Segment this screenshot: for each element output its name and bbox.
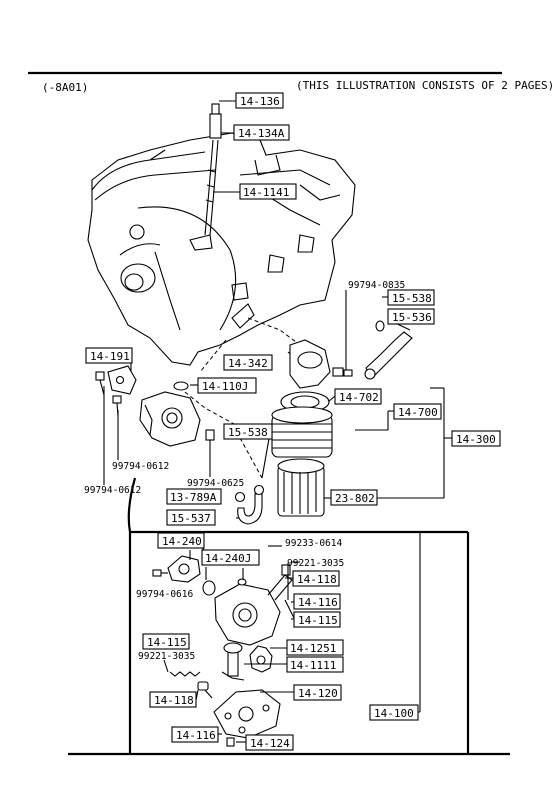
- svg-text:15-536: 15-536: [392, 311, 432, 324]
- callout-15-538: 15-538: [223, 423, 273, 440]
- bracket-14-191: [107, 365, 137, 395]
- callout-15-538-top: 15-538: [387, 289, 435, 306]
- label-99794-0612-a: 99794-0612: [112, 461, 169, 472]
- label-99794-0835: 99794-0835: [348, 280, 405, 291]
- callout-14-136: 14-136: [235, 92, 284, 109]
- svg-text:23-802: 23-802: [335, 492, 375, 505]
- label-99233-0614: 99233-0614: [285, 538, 342, 549]
- callout-14-342: 14-342: [223, 354, 273, 371]
- label-99221-3035-a: 99221-3035: [287, 558, 344, 569]
- svg-text:14-118: 14-118: [154, 694, 194, 707]
- callout-15-536: 15-536: [387, 308, 435, 325]
- mounting-bolts: [95, 371, 122, 417]
- oil-pump-body: [214, 564, 293, 646]
- svg-text:14-240: 14-240: [162, 535, 202, 548]
- svg-text:14-118: 14-118: [297, 573, 337, 586]
- callout-14-1251: 14-1251: [286, 639, 344, 656]
- svg-text:14-100: 14-100: [374, 707, 414, 720]
- svg-text:14-124: 14-124: [250, 737, 290, 750]
- callout-14-118-a: 14-118: [292, 570, 340, 587]
- oil-filter-23-802: [277, 458, 325, 517]
- pump-cover-14-120: [213, 689, 281, 739]
- svg-text:14-120: 14-120: [298, 687, 338, 700]
- svg-text:14-1141: 14-1141: [243, 186, 289, 199]
- callout-14-100: 14-100: [369, 704, 419, 721]
- svg-text:13-789A: 13-789A: [170, 491, 217, 504]
- svg-text:14-116: 14-116: [298, 596, 338, 609]
- filter-adapter: [289, 339, 353, 389]
- label-99794-0612-b: 99794-0612: [84, 485, 141, 496]
- svg-text:14-702: 14-702: [339, 391, 379, 404]
- pump-cover-14-240: [152, 555, 201, 583]
- callout-13-789A: 13-789A: [166, 488, 222, 505]
- gasket-14-240J: [202, 580, 216, 596]
- label-99794-0625: 99794-0625: [187, 478, 244, 489]
- callout-14-702: 14-702: [334, 388, 382, 405]
- callout-14-1111: 14-1111: [286, 656, 344, 673]
- callout-14-134A: 14-134A: [233, 124, 290, 141]
- pages-note: (THIS ILLUSTRATION CONSISTS OF 2 PAGES): [296, 79, 554, 92]
- svg-text:14-342: 14-342: [228, 357, 268, 370]
- svg-text:14-300: 14-300: [456, 433, 496, 446]
- dipstick: [204, 103, 222, 236]
- callout-23-802: 23-802: [330, 489, 378, 506]
- callout-14-115-b: 14-115: [142, 633, 190, 650]
- svg-text:14-115: 14-115: [147, 636, 187, 649]
- callout-14-115-a: 14-115: [293, 611, 341, 628]
- svg-text:14-134A: 14-134A: [238, 127, 285, 140]
- hose-15-536: [364, 320, 413, 380]
- callout-14-116-a: 14-116: [293, 593, 341, 610]
- label-99794-0616: 99794-0616: [136, 589, 193, 600]
- svg-text:14-110J: 14-110J: [202, 380, 248, 393]
- svg-text:14-1111: 14-1111: [290, 659, 336, 672]
- detail-box-14-100: [68, 530, 510, 756]
- label-99221-3035-b: 99221-3035: [138, 651, 195, 662]
- engine-block: [87, 132, 356, 366]
- callout-14-124: 14-124: [245, 734, 294, 751]
- callout-14-240: 14-240: [157, 532, 205, 549]
- callout-14-300: 14-300: [451, 430, 501, 447]
- callout-14-118-b: 14-118: [149, 691, 197, 708]
- callout-14-110J: 14-110J: [197, 377, 257, 394]
- oil-cooler-14-700: [271, 406, 333, 458]
- callout-14-120: 14-120: [293, 684, 342, 701]
- upper-oil-pump: [139, 391, 201, 447]
- svg-text:15-538: 15-538: [228, 426, 268, 439]
- relief-valve-spring: [163, 659, 213, 699]
- svg-text:14-191: 14-191: [90, 350, 130, 363]
- svg-text:14-240J: 14-240J: [205, 552, 251, 565]
- callout-14-1141: 14-1141: [239, 183, 297, 200]
- bolt-14-124: [226, 737, 235, 747]
- bolt-99794-0625: [205, 429, 215, 441]
- hose-15-537: [234, 484, 265, 525]
- svg-text:14-1251: 14-1251: [290, 642, 336, 655]
- svg-text:14-700: 14-700: [398, 406, 438, 419]
- svg-text:14-115: 14-115: [298, 614, 338, 627]
- callout-14-700: 14-700: [393, 403, 442, 420]
- svg-text:14-136: 14-136: [240, 95, 280, 108]
- svg-text:15-537: 15-537: [171, 512, 211, 525]
- diagram-code: (-8A01): [42, 81, 88, 94]
- gasket-14-110J: [173, 381, 189, 391]
- rotor-14-1251: [249, 645, 273, 673]
- callout-14-116-b: 14-116: [171, 726, 219, 743]
- callout-14-240J: 14-240J: [201, 549, 260, 566]
- svg-text:15-538: 15-538: [392, 292, 432, 305]
- svg-text:14-116: 14-116: [176, 729, 216, 742]
- shaft-14-1111: [221, 642, 245, 681]
- detail-connector: [127, 477, 137, 533]
- callout-15-537: 15-537: [166, 509, 216, 526]
- callout-14-191: 14-191: [85, 347, 133, 364]
